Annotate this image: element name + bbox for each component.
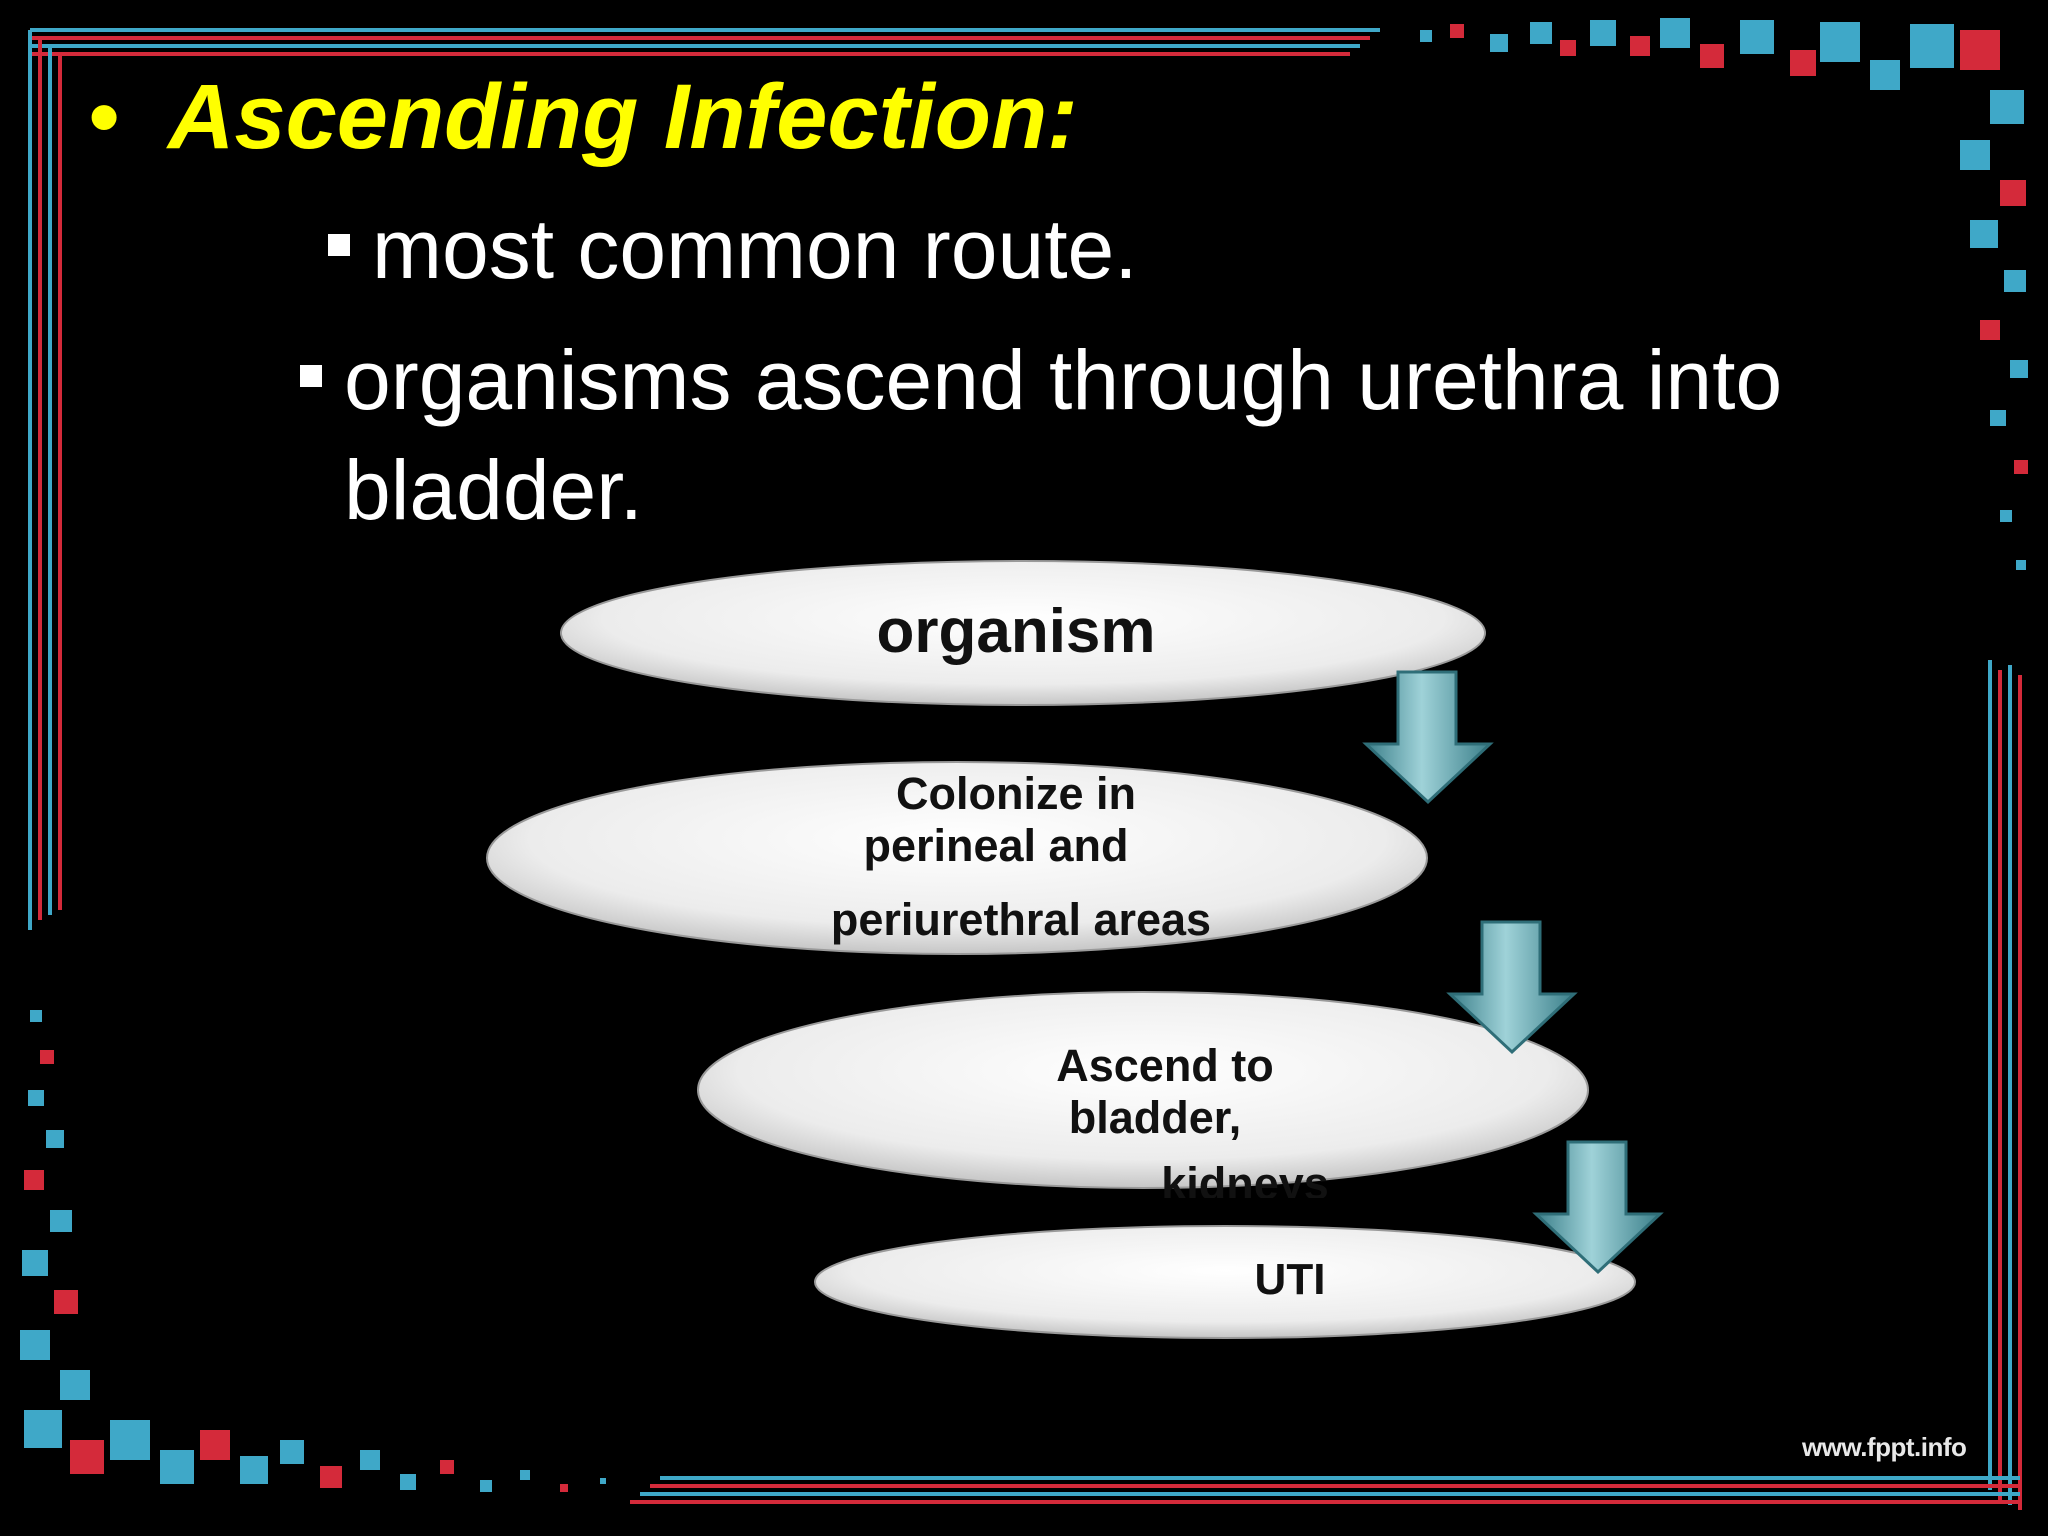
flow-node-colonize-label: Colonize in perineal and periurethral ar… [760,768,1272,946]
node-label-line: Ascend to [1056,1040,1274,1091]
bullet-text: organisms ascend through urethra into bl… [344,333,1783,537]
frame-lines [28,28,2022,1510]
flow-node-ascend-shape [697,991,1589,1189]
slide-heading: • Ascending Infection: [88,62,1078,172]
node-label-line: kidneys [1161,1158,1329,1198]
frame-pixels-top-right [1420,18,2028,570]
flow-node-uti-shape [814,1225,1636,1339]
down-arrow-icon [1446,920,1578,1055]
flow-node-colonize-shape [486,761,1428,955]
square-bullet-icon [300,365,322,387]
bullet-item: organisms ascend through urethra into bl… [300,325,1944,545]
node-label-line: Colonize in [896,768,1136,819]
flow-node-uti-label: UTI [1190,1254,1390,1306]
bullet-item: most common route. [328,194,1138,304]
node-label-line: bladder, [1068,1092,1242,1143]
node-label-line: perineal and [863,820,1129,871]
down-arrow-icon [1532,1140,1664,1275]
flow-node-organism-shape [560,560,1486,706]
bullet-text: most common route. [372,202,1138,296]
node-label-line: UTI [1254,1255,1326,1304]
heading-bullet: • [88,66,121,168]
flow-node-organism-label: organism [760,596,1272,668]
frame-pixels-bottom-left [20,1010,606,1492]
node-label-line: organism [876,597,1156,666]
heading-text: Ascending Infection: [168,66,1078,168]
node-label-line: periurethral areas [830,894,1212,945]
down-arrow-icon [1362,670,1494,805]
watermark-text: www.fppt.info [1802,1432,1967,1462]
square-bullet-icon [328,234,350,256]
flow-node-ascend-label: Ascend to bladder, kidneys [1000,1040,1340,1198]
